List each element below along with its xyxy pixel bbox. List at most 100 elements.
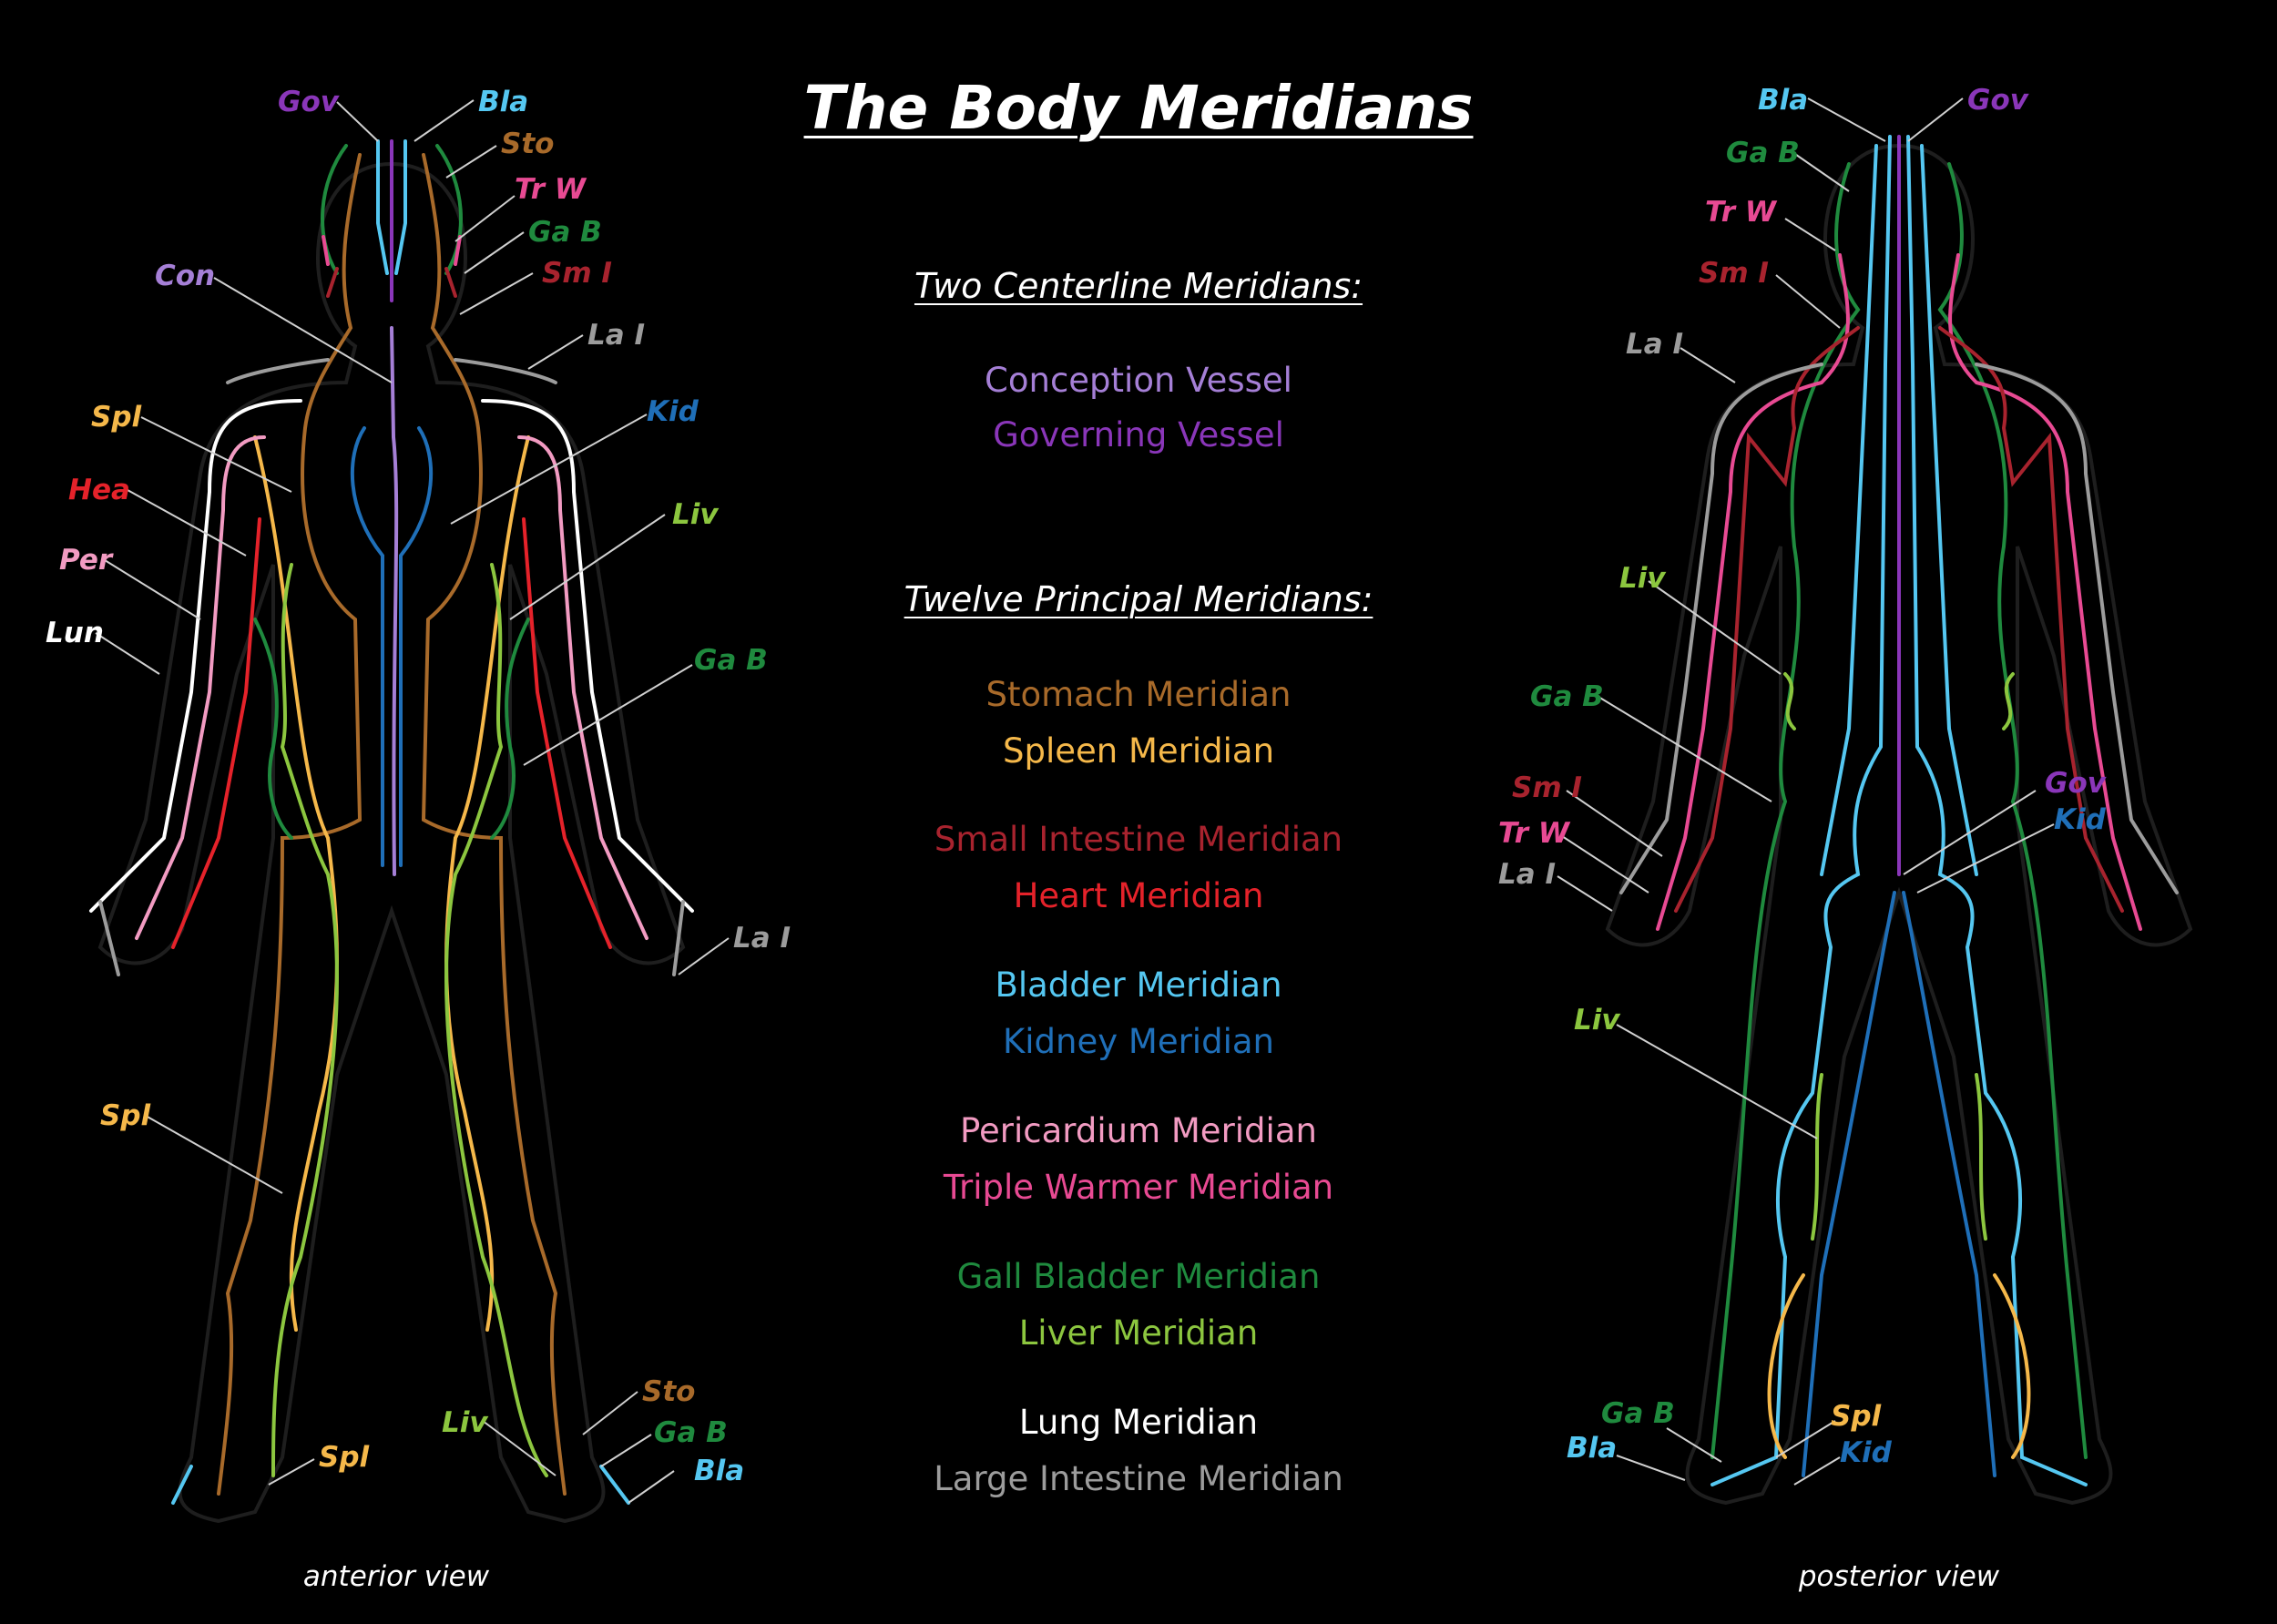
bladder-line-back-l	[1710, 135, 1892, 1486]
label-liv-back-top: Liv	[1619, 562, 1667, 595]
label-smi-back-top: Sm I	[1699, 257, 1769, 290]
anterior-silhouette	[97, 161, 686, 1524]
legend-kidney: Kidney Meridian	[1003, 1022, 1274, 1061]
label-kid-back-mid: Kid	[2054, 803, 2107, 836]
label-gab-front-mid: Ga B	[694, 644, 768, 677]
legend-triple-warmer: Triple Warmer Meridian	[943, 1168, 1334, 1207]
label-liv-front-top: Liv	[672, 498, 720, 531]
small-intestine-line-back-r	[1938, 326, 2124, 913]
legend-conception: Conception Vessel	[985, 361, 1292, 400]
label-spl-front-leg: Spl	[100, 1099, 151, 1132]
page-title: The Body Meridians	[803, 73, 1474, 143]
label-lai-front-top: La I	[587, 319, 645, 352]
label-gov-front: Gov	[278, 86, 341, 118]
legend-spleen: Spleen Meridian	[1002, 731, 1275, 771]
small-intestine-line-back-l	[1674, 326, 1860, 913]
bladder-line-front-r	[394, 139, 407, 275]
posterior-meridian-lines	[1619, 135, 2179, 1486]
spleen-line-back-r	[1993, 1273, 2031, 1459]
heart-line-l	[171, 517, 261, 949]
label-sto-front-top: Sto	[501, 128, 554, 160]
conception-line	[390, 326, 399, 876]
bladder-line-outer-l	[1820, 144, 1878, 876]
pericardium-line-l	[135, 435, 266, 940]
label-gab-back-mid: Ga B	[1530, 680, 1604, 713]
kidney-line-r	[399, 426, 434, 867]
lung-line-r	[481, 399, 694, 913]
label-bla-back-foot: Bla	[1567, 1432, 1617, 1465]
triple-warmer-line-back-l	[1656, 253, 1850, 931]
legend-large-intestine: Large Intestine Meridian	[934, 1459, 1343, 1498]
label-liv-front-foot: Liv	[442, 1406, 489, 1439]
label-spl-front-top: Spl	[91, 401, 142, 434]
bladder-line-back-r	[1906, 135, 2088, 1486]
liver-line-l	[271, 563, 339, 1477]
label-kid-back-foot: Kid	[1840, 1436, 1893, 1469]
label-spl-back-foot: Spl	[1831, 1400, 1882, 1433]
triple-warmer-line-face	[322, 235, 462, 266]
bladder-line-foot-l	[171, 1465, 193, 1505]
large-intestine-line-back-l	[1619, 363, 1823, 894]
label-gab-front-foot: Ga B	[654, 1416, 728, 1449]
posterior-body	[1605, 135, 2193, 1506]
posterior-labels	[1557, 97, 2055, 1486]
label-lai-front-hand: La I	[733, 922, 791, 955]
gall-bladder-line-front-r	[435, 144, 530, 840]
spleen-line-r	[444, 435, 530, 1332]
stomach-line-r	[421, 153, 567, 1496]
label-smi-front: Sm I	[542, 257, 612, 290]
legend-gall-bladder: Gall Bladder Meridian	[956, 1257, 1321, 1296]
legend-heart: Heart Meridian	[1013, 876, 1264, 915]
anterior-labels	[95, 99, 730, 1504]
label-gov-back-mid: Gov	[2045, 767, 2108, 800]
anterior-meridian-lines	[89, 139, 694, 1505]
label-liv-back-leg: Liv	[1574, 1004, 1621, 1037]
label-bla-back-top: Bla	[1758, 84, 1808, 117]
legend-liver: Liver Meridian	[1018, 1313, 1259, 1353]
label-gab-back-top: Ga B	[1726, 137, 1800, 169]
caption-posterior: posterior view	[1798, 1560, 2000, 1593]
caption-anterior: anterior view	[302, 1560, 490, 1593]
label-sto-front-foot: Sto	[642, 1375, 695, 1408]
kidney-line-l	[350, 426, 384, 867]
legend-bladder: Bladder Meridian	[995, 965, 1282, 1005]
label-smi-back-hand: Sm I	[1512, 771, 1582, 804]
liver-line-back-r	[1975, 672, 2015, 1241]
label-bla-front-top: Bla	[478, 86, 528, 118]
label-hea-front: Hea	[68, 474, 130, 506]
principal-heading: Twelve Principal Meridians:	[904, 579, 1373, 619]
legend-governing: Governing Vessel	[993, 415, 1284, 455]
centerline-heading: Two Centerline Meridians:	[914, 266, 1363, 306]
gall-bladder-line-back-l	[1710, 162, 1861, 1459]
kidney-line-back-r	[1902, 891, 1996, 1477]
lung-line-l	[89, 399, 302, 913]
gall-bladder-line-front-l	[253, 144, 348, 840]
large-intestine-line-front-l	[98, 358, 330, 976]
posterior-label-texts: Bla Gov Ga B Tr W Sm I La I Liv Ga B Gov…	[1498, 84, 2108, 1469]
legend-stomach: Stomach Meridian	[985, 675, 1292, 714]
label-per-front: Per	[59, 544, 114, 577]
label-trw-back-hand: Tr W	[1498, 817, 1571, 850]
triple-warmer-line-back-r	[1948, 253, 2142, 931]
label-lai-back-hand: La I	[1498, 858, 1556, 891]
legend-small-intestine: Small Intestine Meridian	[934, 820, 1343, 859]
large-intestine-line-back-r	[1975, 363, 2179, 894]
label-lai-back-top: La I	[1626, 328, 1683, 361]
label-bla-front-foot: Bla	[694, 1455, 744, 1487]
kidney-line-back-l	[1802, 891, 1896, 1477]
small-intestine-line-face	[326, 267, 457, 298]
liver-line-r	[444, 563, 548, 1477]
label-trw-front: Tr W	[515, 173, 587, 206]
label-lun-front: Lun	[46, 617, 104, 649]
gall-bladder-line-back-r	[1937, 162, 2088, 1459]
pericardium-line-r	[517, 435, 648, 940]
bladder-line-foot-r	[599, 1465, 630, 1505]
anterior-body	[89, 139, 694, 1524]
legend-pericardium: Pericardium Meridian	[960, 1111, 1317, 1150]
label-spl-front-foot: Spl	[319, 1441, 370, 1474]
anterior-label-texts: Gov Bla Sto Tr W Ga B Sm I Con La I Spl …	[46, 86, 791, 1487]
liver-line-back-l	[1783, 672, 1823, 1241]
